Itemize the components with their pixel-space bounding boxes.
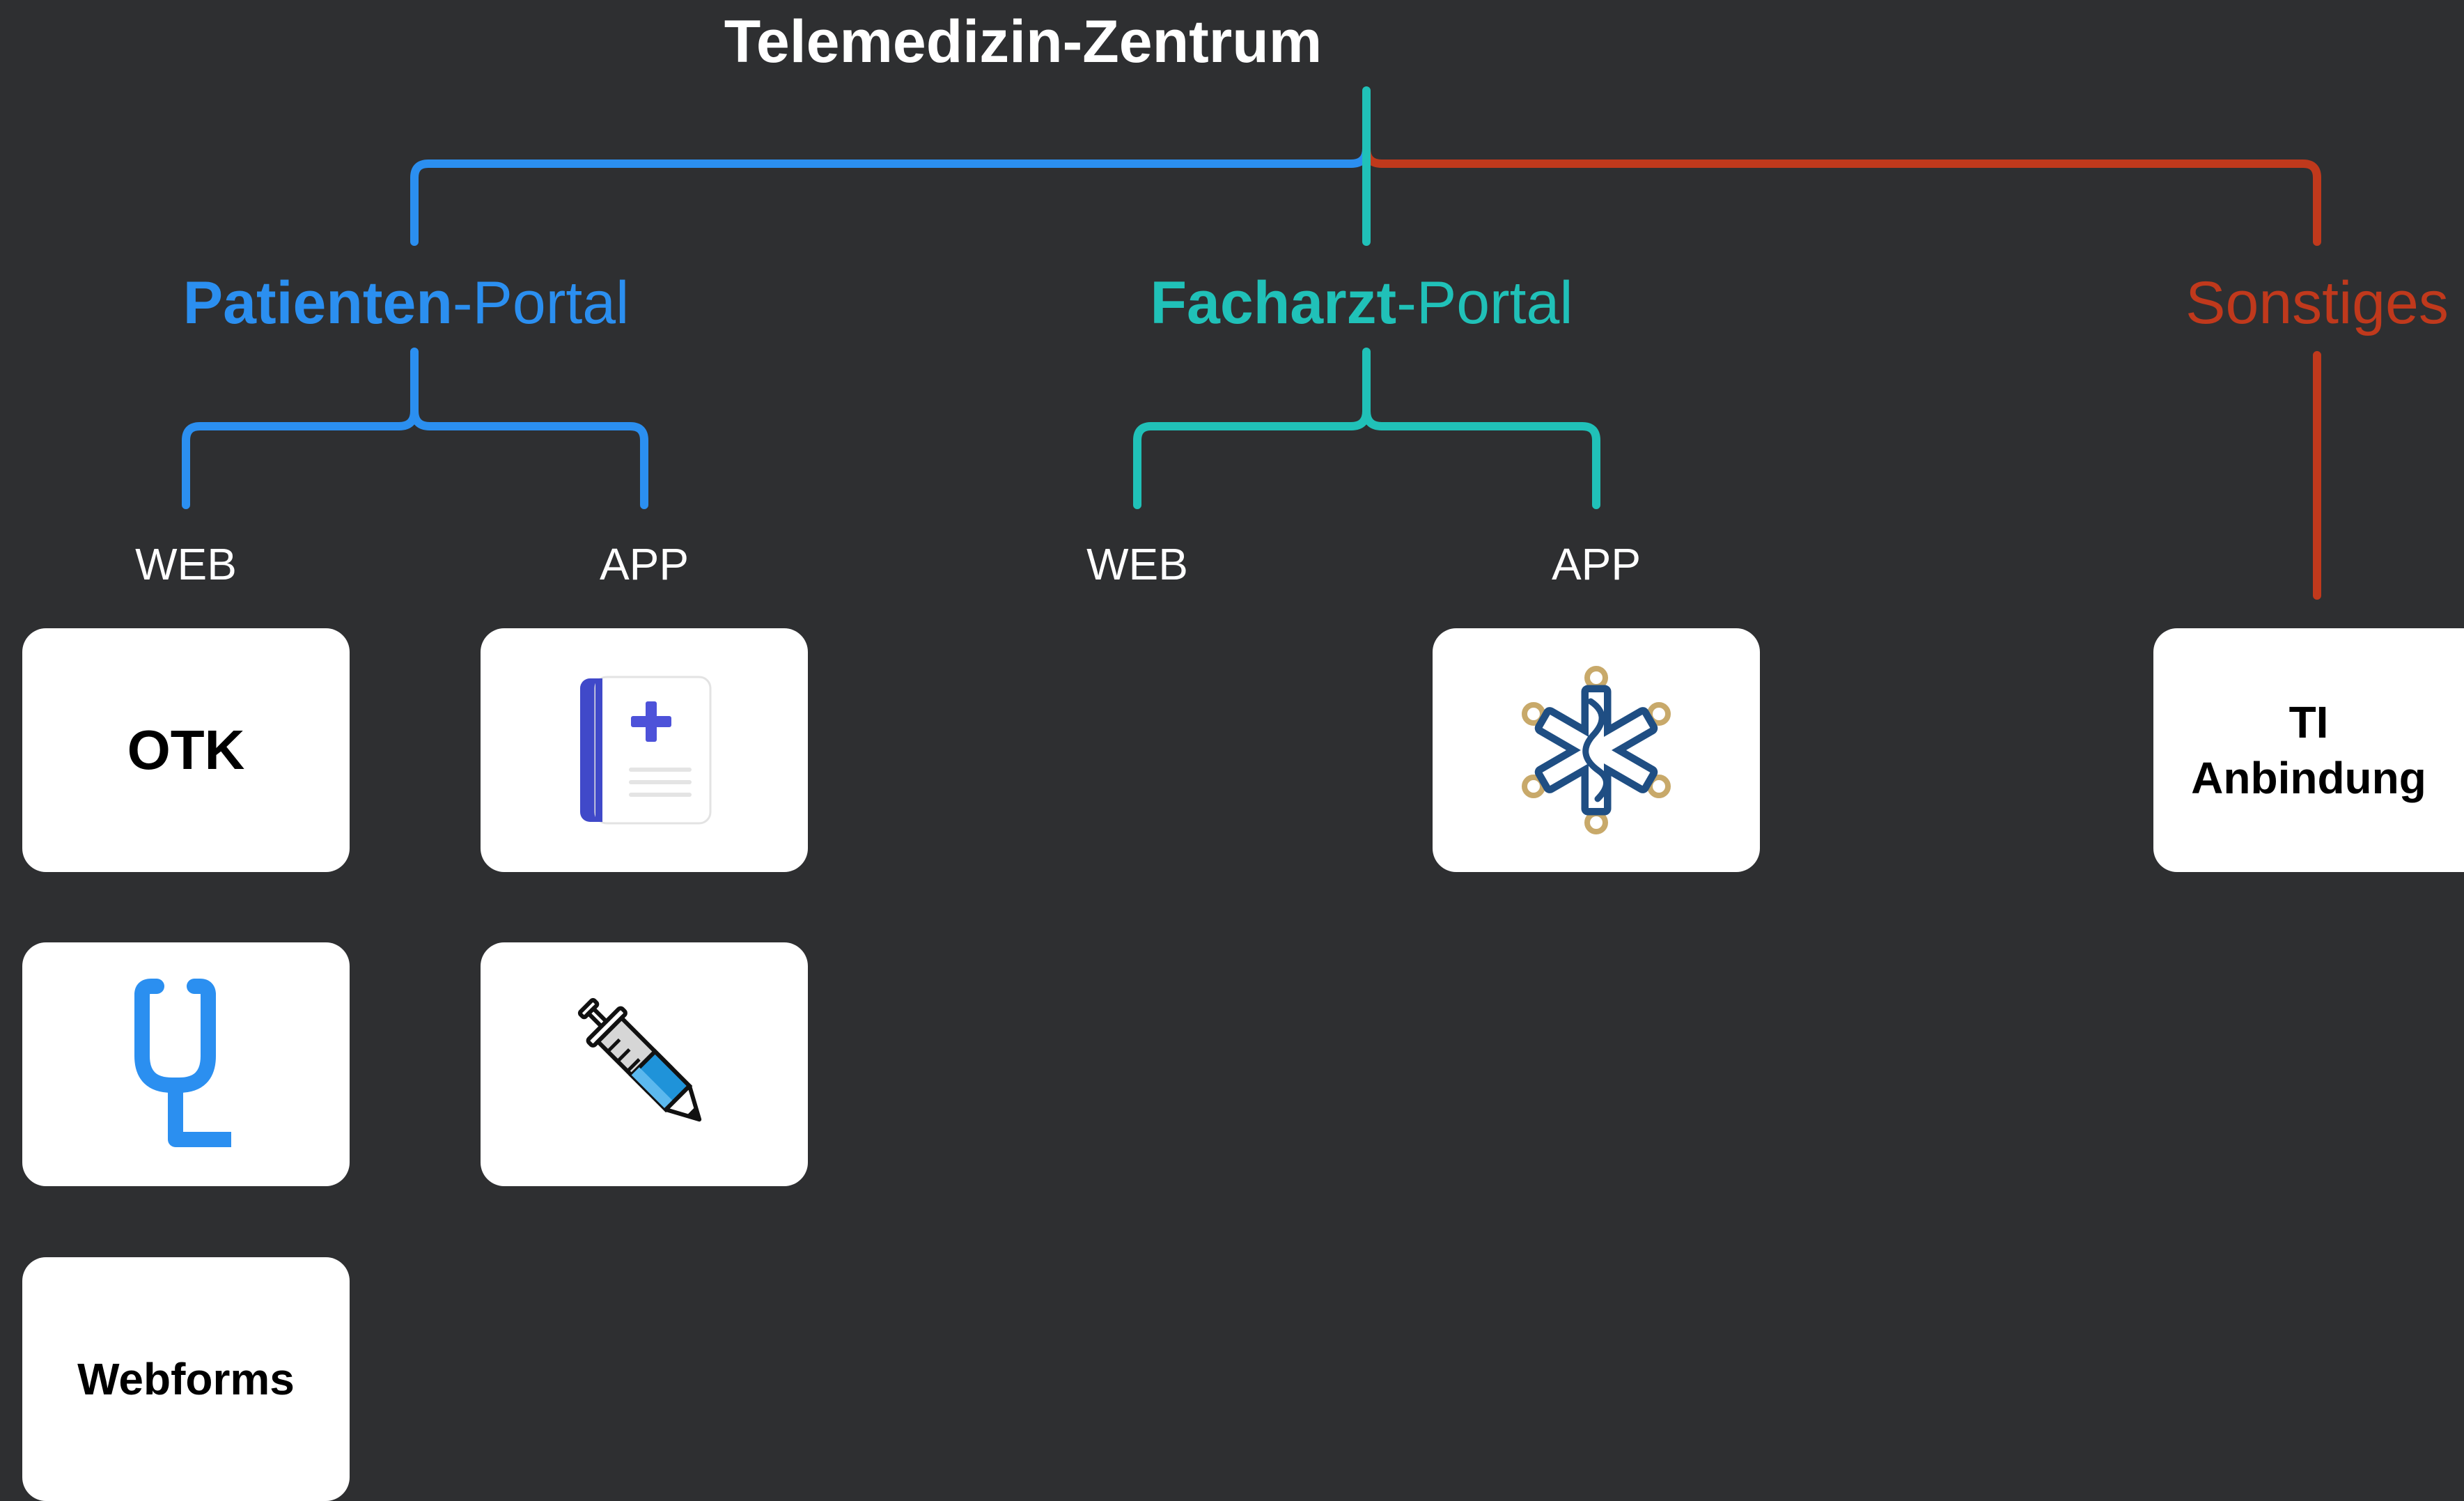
ti-anbindung-label: TI Anbindung [2191, 694, 2426, 806]
ti-anbindung-line1: TI [2288, 697, 2329, 747]
connector-facharzt-split [1133, 348, 1600, 509]
patient-app-label: APP [599, 539, 689, 589]
patient-portal-label: Patienten-Portal [58, 268, 754, 338]
connector-patient-split [182, 348, 648, 509]
webforms-card[interactable]: Webforms [22, 1257, 350, 1501]
facharzt-portal-strong: Facharzt [1150, 270, 1397, 336]
syringe-pen-icon [577, 997, 702, 1122]
webforms-card-label: Webforms [77, 1354, 295, 1404]
facharzt-portal-label: Facharzt-Portal [1013, 268, 1710, 338]
connector-top-to-other [1362, 144, 2321, 246]
patient-portal-strong: Patienten [182, 270, 453, 336]
medical-book-icon [580, 676, 712, 825]
facharzt-web-label: WEB [1086, 539, 1188, 589]
medical-book-card[interactable] [481, 628, 808, 872]
patient-web-label: WEB [135, 539, 237, 589]
other-branch-text: Sonstiges [2185, 270, 2449, 336]
patient-portal-rest: -Portal [452, 270, 630, 336]
star-of-life-network-icon [1522, 666, 1671, 834]
stethoscope-icon [134, 979, 231, 1147]
syringe-pen-card[interactable] [481, 942, 808, 1186]
ti-anbindung-card[interactable]: TI Anbindung [2153, 628, 2464, 872]
facharzt-app-label: APP [1551, 539, 1642, 589]
otk-card-label: OTK [127, 719, 245, 781]
star-of-life-card[interactable] [1433, 628, 1760, 872]
facharzt-portal-rest: -Portal [1396, 270, 1573, 336]
otk-card[interactable]: OTK [22, 628, 350, 872]
ti-anbindung-line2: Anbindung [2191, 753, 2426, 803]
other-branch-label: Sonstiges [1969, 268, 2464, 338]
diagram-title: Telemedizin-Zentrum [724, 8, 1323, 75]
stethoscope-card[interactable] [22, 942, 350, 1186]
connector-top-to-patient [410, 144, 1371, 246]
